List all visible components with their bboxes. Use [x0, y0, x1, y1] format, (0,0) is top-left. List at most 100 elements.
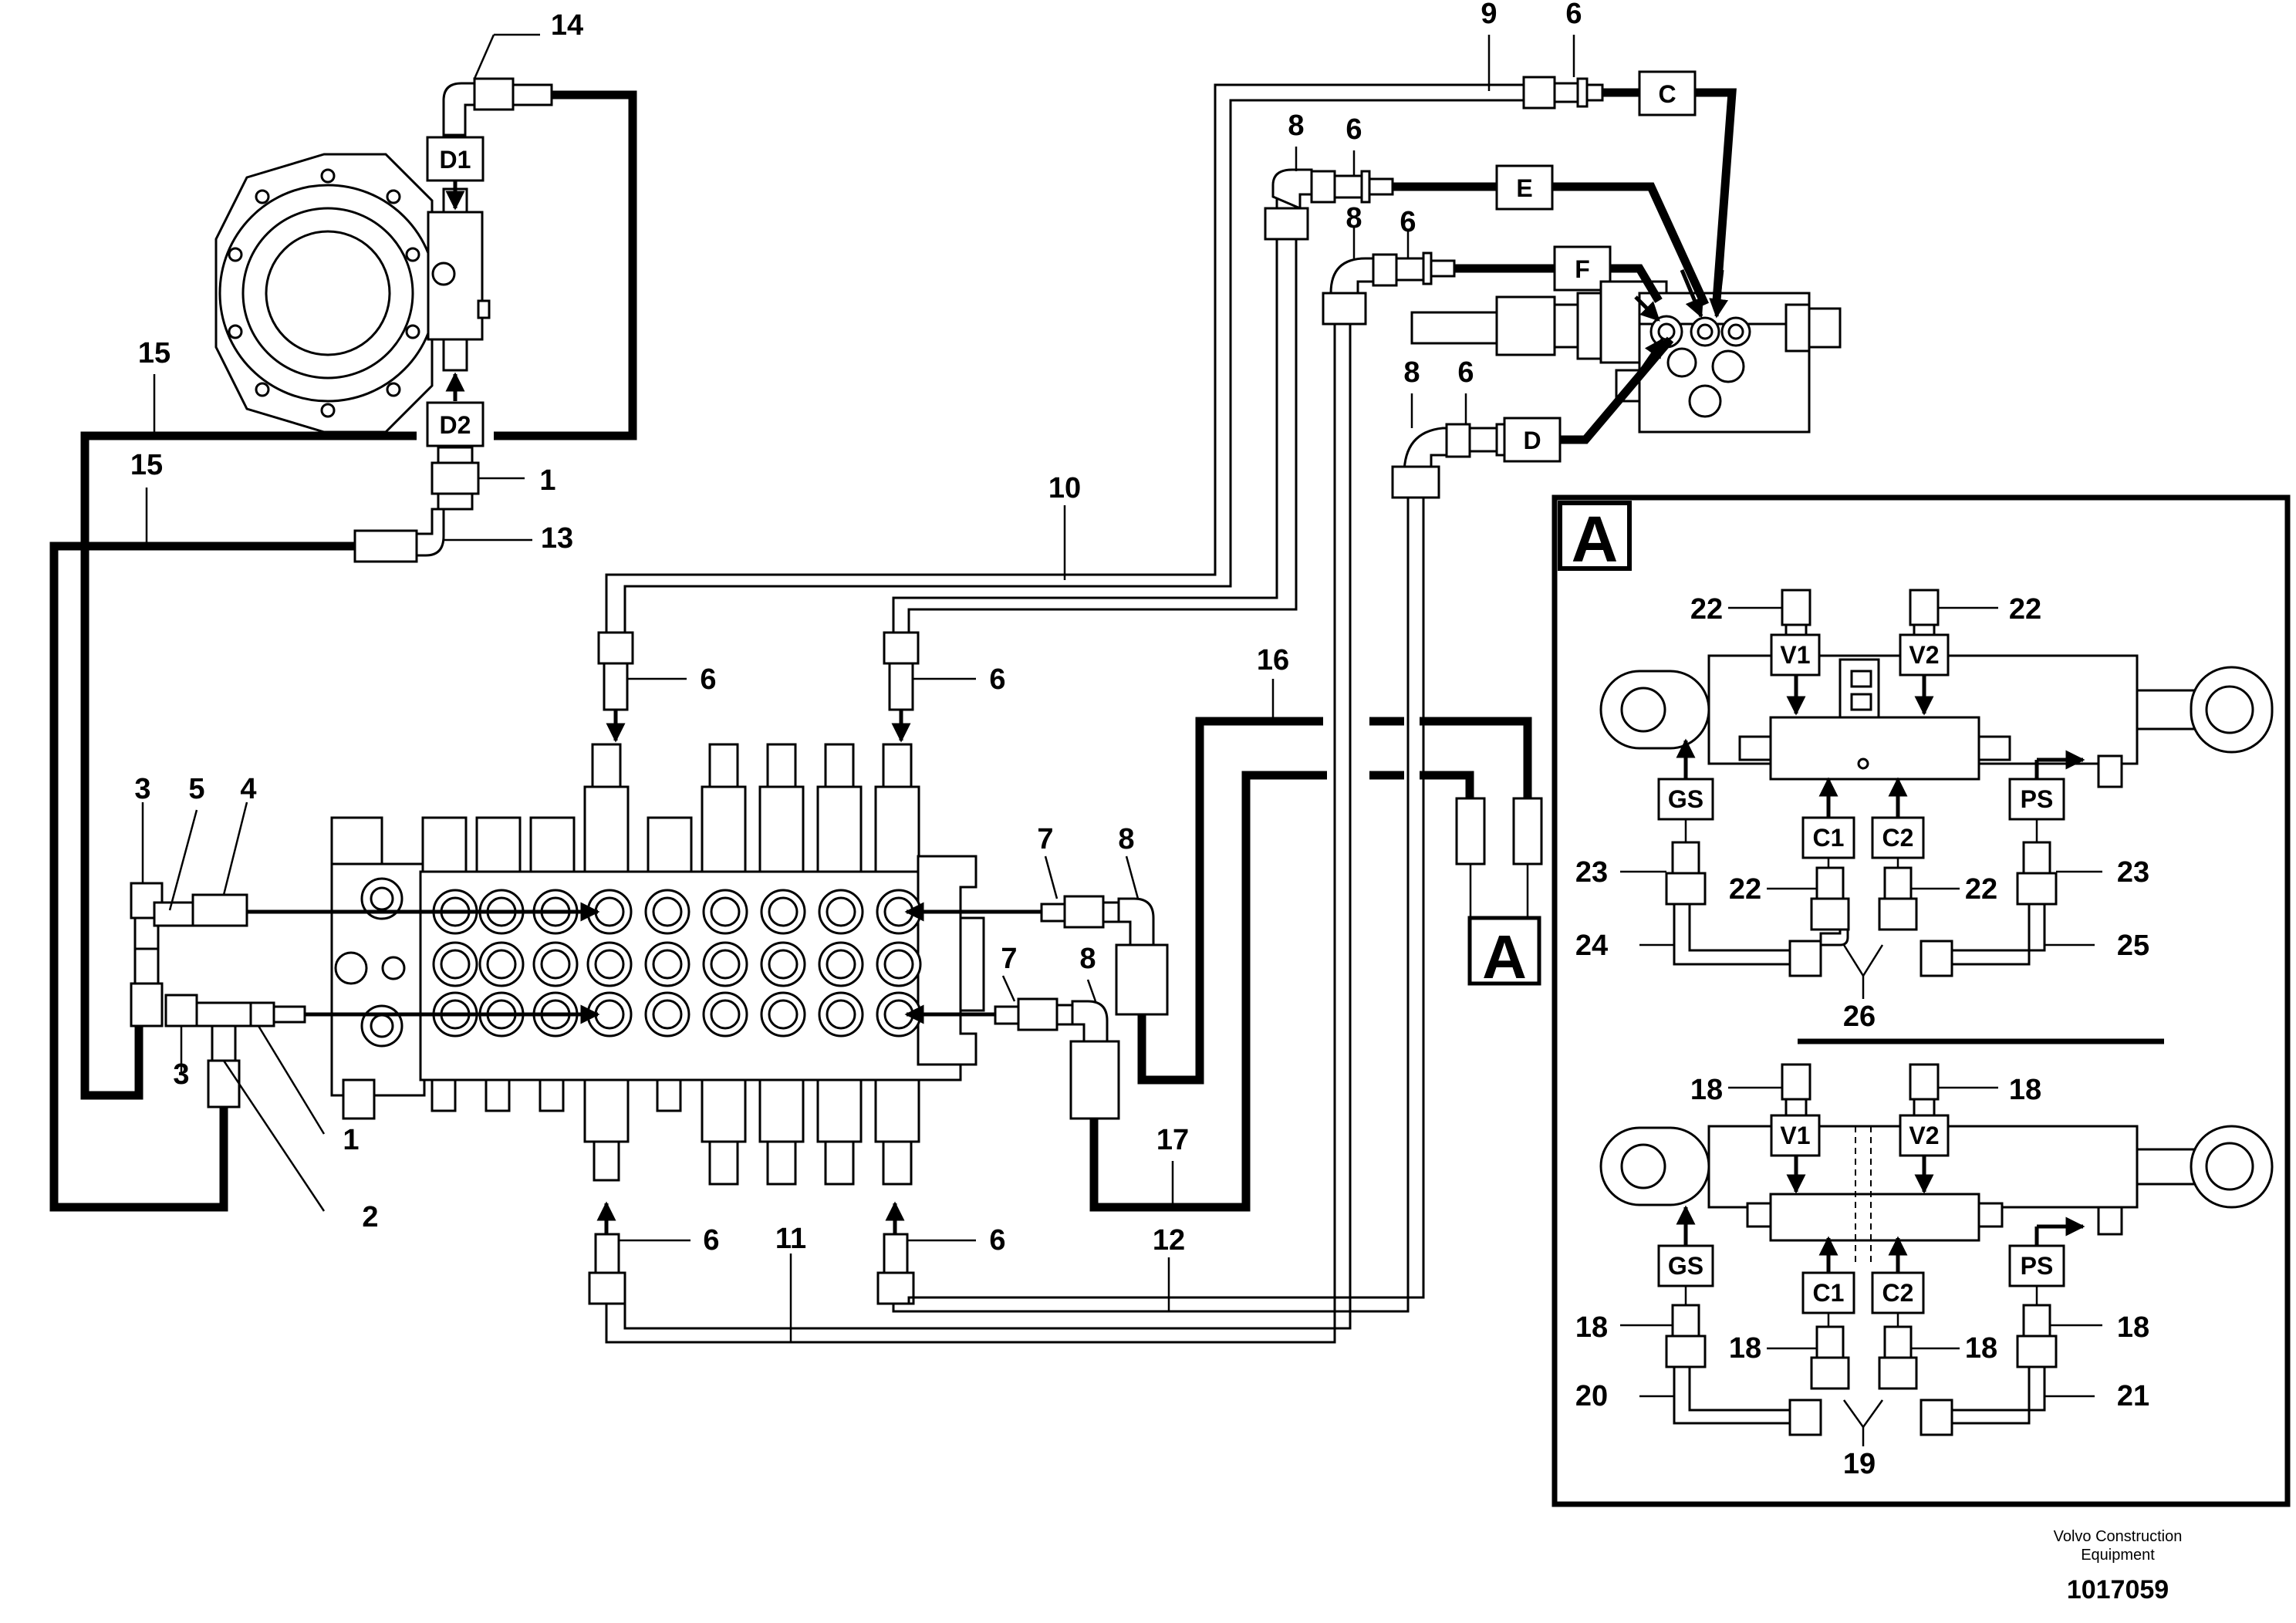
port-label: D1 — [440, 146, 471, 174]
callout-c7a: 7 — [1037, 823, 1053, 855]
valve-port — [594, 999, 625, 1030]
port-label: C1 — [1813, 1279, 1845, 1307]
callout-c16: 16 — [1257, 644, 1289, 677]
callout-c5: 5 — [188, 773, 204, 805]
callout-c6f: 6 — [989, 663, 1005, 696]
callout-c1b: 1 — [343, 1124, 359, 1156]
callout-c6a: 6 — [1565, 0, 1582, 30]
valve-port — [652, 949, 683, 980]
port-label: V1 — [1780, 1122, 1810, 1149]
port-label: C — [1658, 80, 1676, 108]
port-label: D2 — [440, 411, 471, 439]
port-label: GS — [1668, 1252, 1703, 1280]
valve-port — [710, 949, 741, 980]
port-tag-d — [1503, 417, 1562, 463]
valve-port — [883, 949, 914, 980]
callout-c6d: 6 — [1457, 356, 1474, 389]
port-tag-v2-lower — [1899, 1114, 1950, 1157]
valve-port — [594, 949, 625, 980]
callout-c8e: 8 — [1079, 943, 1096, 975]
port-label: F — [1575, 255, 1590, 283]
valve-port — [540, 949, 571, 980]
port-label: PS — [2021, 785, 2054, 813]
port-tag-c2-upper — [1871, 816, 1925, 859]
callout-c4: 4 — [240, 773, 256, 805]
port-tag-v1-lower — [1770, 1114, 1821, 1157]
callout-c3b: 3 — [173, 1058, 189, 1091]
callout-c9: 9 — [1481, 0, 1497, 30]
valve-port — [826, 896, 856, 927]
port-label: C2 — [1882, 1279, 1914, 1307]
port-label: C2 — [1882, 824, 1914, 852]
control-valve-block — [330, 743, 985, 1186]
callout-c6g: 6 — [703, 1224, 719, 1257]
port-label: V2 — [1909, 1122, 1939, 1149]
port-tag-v1-upper — [1770, 633, 1821, 677]
port-tag-v2-upper — [1899, 633, 1950, 677]
callout-c10: 10 — [1048, 472, 1081, 504]
document-number: 1017059 — [2067, 1575, 2169, 1604]
callout-c2: 2 — [362, 1201, 378, 1233]
callout-c18b: 18 — [2009, 1074, 2041, 1106]
callout-c23a: 23 — [1575, 856, 1608, 889]
callout-c22d: 22 — [1965, 873, 1997, 906]
valve-port — [768, 949, 799, 980]
callout-c22b: 22 — [2009, 593, 2041, 626]
valve-port — [826, 999, 856, 1030]
port-label: PS — [2021, 1252, 2054, 1280]
valve-port — [768, 896, 799, 927]
callout-c11: 11 — [775, 1223, 806, 1255]
callout-c14: 14 — [551, 9, 583, 42]
callout-c12: 12 — [1153, 1224, 1185, 1257]
pilot-valve — [1410, 280, 1842, 434]
slew-motor — [214, 153, 491, 434]
callout-c6e: 6 — [700, 663, 716, 696]
manufacturer-line-2: Equipment — [2081, 1547, 2155, 1564]
port-label: C1 — [1813, 824, 1845, 852]
callout-c22a: 22 — [1690, 593, 1723, 626]
callout-c24: 24 — [1575, 930, 1608, 962]
port-tag-d1 — [426, 136, 485, 182]
detail-ref-label: A — [1482, 923, 1527, 991]
port-label: V2 — [1909, 641, 1939, 669]
valve-port — [768, 999, 799, 1030]
valve-port — [710, 999, 741, 1030]
callout-c8a: 8 — [1288, 110, 1304, 142]
callout-c8d: 8 — [1118, 823, 1134, 855]
port-label: GS — [1668, 785, 1703, 813]
callout-c18d: 18 — [1729, 1332, 1761, 1365]
port-tag-e — [1495, 164, 1554, 211]
manufacturer-line-1: Volvo Construction — [2054, 1528, 2183, 1545]
detail-a-label: A — [1572, 503, 1619, 575]
callout-c7b: 7 — [1001, 943, 1017, 975]
port-label: E — [1516, 174, 1532, 202]
callout-c23b: 23 — [2117, 856, 2149, 889]
valve-port — [440, 949, 471, 980]
callout-c1a: 1 — [539, 464, 555, 497]
callout-c8b: 8 — [1346, 202, 1362, 235]
callout-c20: 20 — [1575, 1380, 1608, 1412]
valve-port — [652, 896, 683, 927]
callout-c22c: 22 — [1729, 873, 1761, 906]
callout-c18a: 18 — [1690, 1074, 1723, 1106]
valve-port — [486, 949, 517, 980]
valve-port — [594, 896, 625, 927]
valve-port — [652, 999, 683, 1030]
callout-c13: 13 — [541, 522, 573, 555]
port-label: D — [1523, 427, 1541, 454]
callout-c18c: 18 — [1575, 1311, 1608, 1344]
callout-c15a: 15 — [138, 337, 171, 369]
callout-c8c: 8 — [1403, 356, 1420, 389]
port-tag-d2 — [426, 401, 485, 447]
callout-c19: 19 — [1843, 1448, 1876, 1480]
callout-c3a: 3 — [134, 773, 150, 805]
callout-c15b: 15 — [130, 449, 163, 481]
callout-c26: 26 — [1843, 1000, 1876, 1033]
callout-c6c: 6 — [1400, 206, 1416, 238]
callout-c18f: 18 — [2117, 1311, 2149, 1344]
valve-port — [710, 896, 741, 927]
callout-c25: 25 — [2117, 930, 2149, 962]
callout-c21: 21 — [2117, 1380, 2149, 1412]
